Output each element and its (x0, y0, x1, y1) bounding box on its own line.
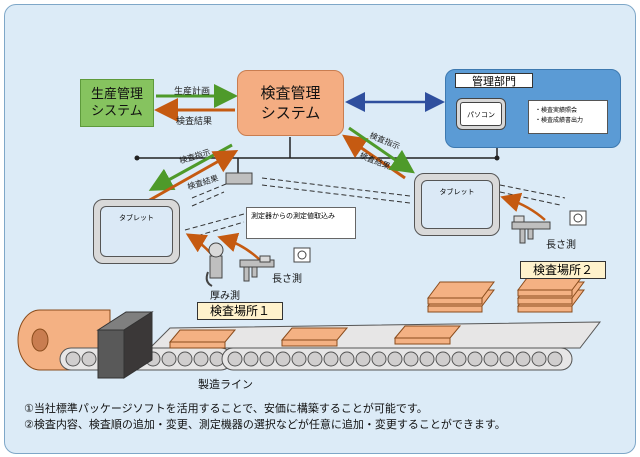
length-gauge-label-right: 長さ測 (546, 240, 576, 251)
length-cable-arrow-left (217, 232, 263, 263)
tablet-left-label: タブレット (119, 214, 154, 222)
product-stack-right (517, 273, 585, 313)
management-item: ・検査成績書出力 (535, 117, 584, 124)
product-stack-left (427, 281, 495, 313)
management-department-title: 管理部門 (455, 73, 533, 88)
caliper-icon-right (511, 215, 551, 244)
inspection-place-2: 検査場所２ (520, 261, 606, 279)
access-point-icon (225, 172, 253, 185)
thickness-gauge-icon (205, 242, 224, 287)
production-line-label: 製造ライン (198, 378, 253, 391)
tablet-left-screen: タブレット (100, 206, 173, 257)
production-system-line1: 生産管理 (90, 87, 143, 102)
inspection-management-system: 検査管理 システム (237, 70, 344, 136)
production-plan-label: 生産計画 (174, 87, 211, 97)
production-management-system: 生産管理 システム (80, 79, 154, 127)
tablet-right-screen: タブレット (421, 180, 493, 229)
footnote-2: ②検査内容、検査順の追加・変更、測定機器の選択などが任意に追加・変更することがで… (24, 418, 506, 431)
processing-machine-icon (96, 311, 154, 379)
length-gauge-label-left: 長さ測 (272, 274, 302, 285)
network-node-left (134, 155, 140, 161)
inspection-system-line1: 検査管理 (260, 84, 321, 102)
network-node-right (494, 155, 500, 161)
inspection-result-label-left: 検査結果 (176, 117, 213, 127)
length-sensor-icon-left (293, 247, 311, 263)
tablet-right-label: タブレット (439, 188, 475, 196)
inspection-instruction-arrow-right (348, 126, 415, 174)
wireless-waves (184, 177, 566, 239)
management-function-list: ・検査実績照会 ・検査成績書出力 (528, 100, 608, 134)
length-sensor-icon-right (569, 210, 587, 226)
conveyor-belt (59, 321, 602, 371)
pc-label: パソコン (460, 102, 502, 126)
measurement-note: 測定器からの測定値取込み (246, 207, 356, 239)
management-item: ・検査実績照会 (535, 107, 578, 114)
caliper-icon-left (239, 255, 275, 282)
inspection-system-line2: システム (260, 104, 321, 122)
inspection-result-arrow-down-left (147, 150, 239, 203)
thickness-gauge-label: 厚み測 (210, 291, 240, 302)
product-on-line (168, 325, 462, 349)
inspection-place-1: 検査場所１ (197, 302, 283, 320)
production-system-line2: システム (91, 104, 143, 119)
footnote-1: ①当社標準パッケージソフトを活用することで、安価に構築することが可能です。 (24, 402, 428, 415)
length-cable-arrow-right (500, 192, 546, 221)
